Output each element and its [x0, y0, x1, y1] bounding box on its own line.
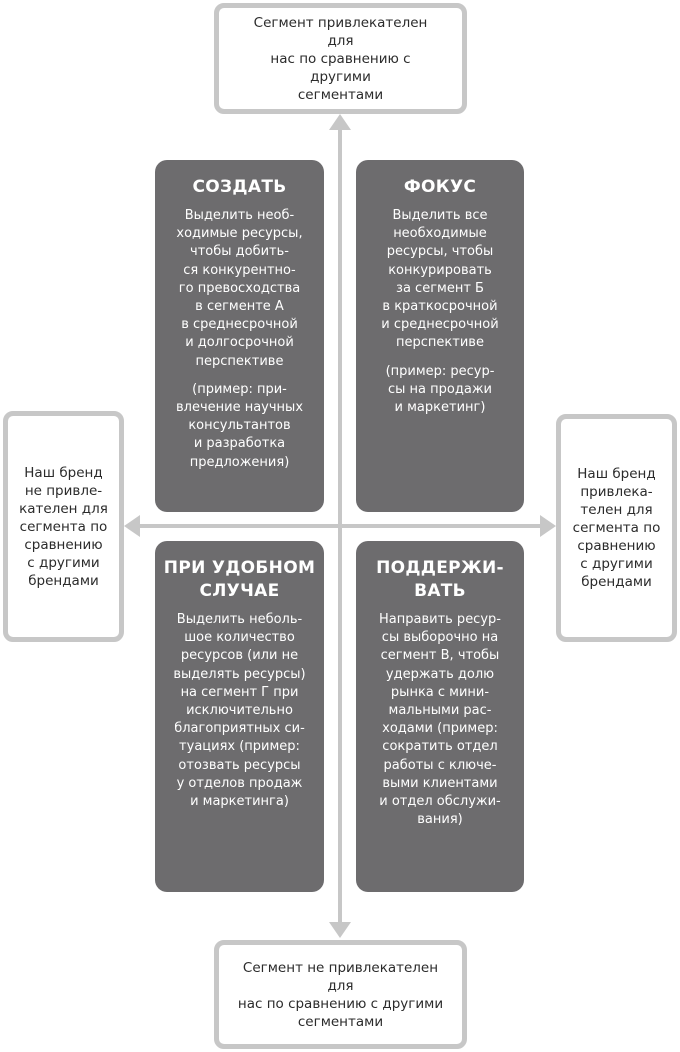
quadrant-focus-example: (пример: ресур- сы на продажи и маркетин… — [385, 363, 495, 416]
arrow-down-icon — [329, 922, 351, 938]
quadrant-opportunistic-body: Выделить неболь- шое количество ресурсов… — [173, 612, 306, 810]
quadrant-create-example: (пример: при- влечение научных консульта… — [175, 381, 304, 470]
quadrant-focus: ФОКУС Выделить все необходимые ресурсы, … — [356, 160, 524, 512]
axis-label-right-text: Наш бренд привлека- телен для сегмента п… — [572, 466, 661, 590]
quadrant-create: СОЗДАТЬ Выделить необ- ходимые ресурсы, … — [155, 160, 324, 512]
quadrant-maintain-title: ПОДДЕРЖИ- ВАТЬ — [376, 558, 504, 601]
axis-label-bottom: Сегмент не привлекателен для нас по срав… — [214, 940, 467, 1049]
axis-label-left: Наш бренд не привле- кателен для сегмент… — [3, 411, 124, 642]
axis-label-bottom-text: Сегмент не привлекателен для нас по срав… — [237, 959, 444, 1030]
quadrant-focus-title: ФОКУС — [403, 177, 477, 197]
axis-label-top: Сегмент привлекателен для нас по сравнен… — [214, 3, 467, 114]
quadrant-opportunistic: ПРИ УДОБНОМ СЛУЧАЕ Выделить неболь- шое … — [155, 541, 324, 892]
axis-label-top-text: Сегмент привлекателен для нас по сравнен… — [253, 14, 428, 103]
quadrant-opportunistic-title: ПРИ УДОБНОМ СЛУЧАЕ — [163, 558, 316, 601]
quadrant-create-title: СОЗДАТЬ — [192, 177, 287, 197]
quadrant-maintain-body: Направить ресур- сы выборочно на сегмент… — [379, 612, 501, 828]
arrow-up-icon — [329, 114, 351, 130]
arrow-right-icon — [540, 515, 556, 537]
quadrant-focus-body: Выделить все необходимые ресурсы, чтобы … — [381, 208, 499, 351]
axis-label-right: Наш бренд привлека- телен для сегмента п… — [556, 414, 677, 642]
quadrant-maintain: ПОДДЕРЖИ- ВАТЬ Направить ресур- сы выбор… — [356, 541, 524, 892]
axis-label-left-text: Наш бренд не привле- кателен для сегмент… — [19, 464, 108, 589]
arrow-left-icon — [124, 515, 140, 537]
quadrant-create-body: Выделить необ- ходимые ресурсы, чтобы до… — [176, 208, 303, 369]
